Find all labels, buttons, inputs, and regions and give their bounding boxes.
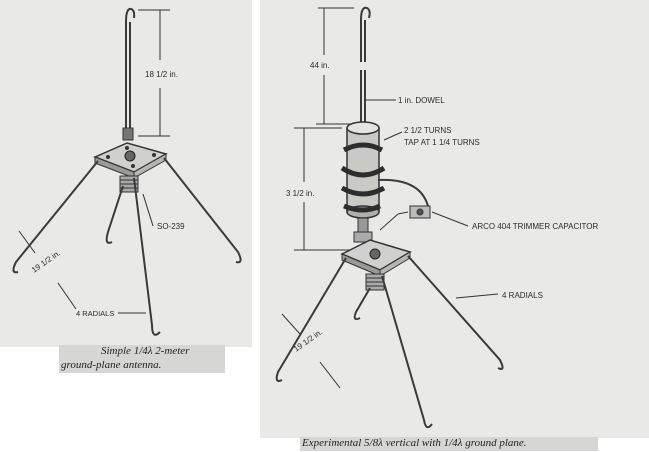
- right-top-dimension: [316, 7, 354, 125]
- right-turns-label-line2: TAP AT 1 1/4 TURNS: [404, 138, 480, 147]
- right-caption: Experimental 5/8λ vertical with 1/4λ gro…: [302, 437, 527, 449]
- right-capacitor-label: ARCO 404 TRIMMER CAPACITOR: [472, 222, 598, 231]
- right-coil-dimension: [294, 127, 356, 251]
- right-antenna-diagram: 44 in. 1 in. DOWEL 2 1/2 TURNS TAP AT 1 …: [275, 6, 598, 429]
- right-dowel-label: 1 in. DOWEL: [398, 96, 445, 105]
- left-whip-base: [122, 127, 134, 141]
- right-radials-label: 4 RADIALS: [502, 291, 543, 300]
- right-radial-dimension: [281, 313, 341, 389]
- right-trimmer-capacitor: [379, 205, 431, 231]
- left-connector-label: SO-239: [157, 222, 185, 231]
- left-radials: [12, 157, 242, 336]
- left-whip: [125, 7, 136, 132]
- right-turns-label-line1: 2 1/2 TURNS: [404, 126, 451, 135]
- left-antenna-diagram: 18 1/2 in. SO-239 19 1/2 in. 4 RADIALS: [12, 7, 242, 336]
- right-dowel: [346, 121, 380, 219]
- left-whip-length-label: 18 1/2 in.: [145, 70, 178, 79]
- left-caption-box: [59, 345, 225, 373]
- left-radial-dimension: [18, 230, 77, 310]
- right-radials: [275, 255, 504, 429]
- right-figure-panel: [260, 0, 649, 438]
- right-coil-length-label: 3 1/2 in.: [286, 189, 314, 198]
- right-connector-body: [365, 273, 385, 291]
- left-caption-line2: ground-plane antenna.: [61, 359, 162, 371]
- left-whip-dimension: [138, 9, 170, 137]
- right-coil: [340, 142, 386, 213]
- right-lower-connector: [353, 217, 373, 243]
- left-radials-label: 4 RADIALS: [76, 309, 114, 318]
- right-top-length-label: 44 in.: [310, 61, 330, 70]
- right-whip: [360, 6, 371, 126]
- left-caption-line1: Simple 1/4λ 2-meter: [101, 345, 190, 357]
- right-caption-box: [300, 437, 598, 451]
